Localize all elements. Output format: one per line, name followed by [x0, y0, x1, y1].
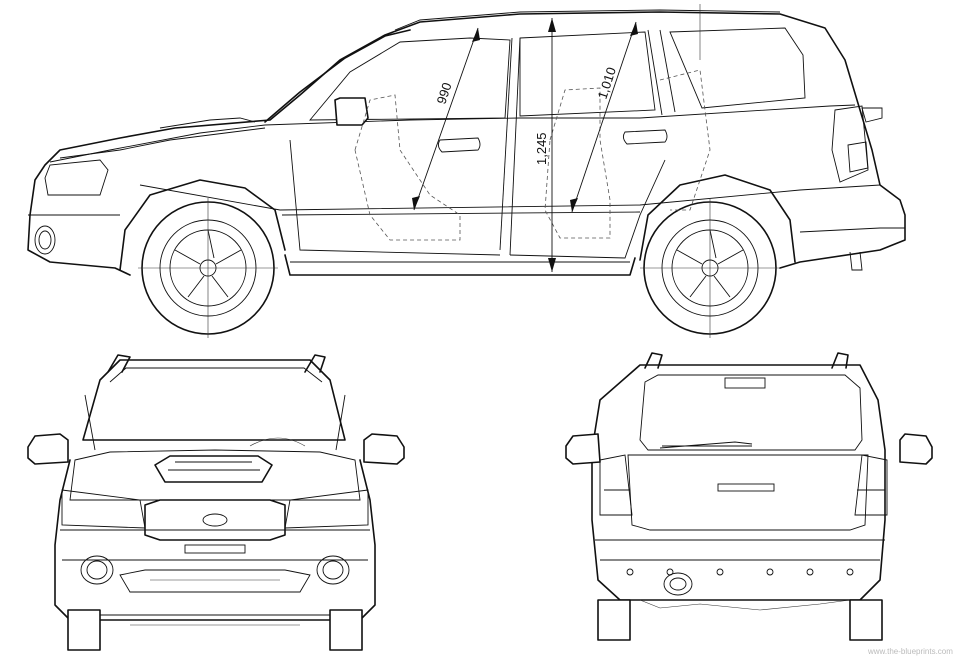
headroom-dimensions	[412, 4, 701, 272]
rear-view	[565, 352, 933, 641]
front-view	[27, 354, 405, 651]
front-headroom-label: 990	[434, 81, 455, 106]
rear-wheel-side	[640, 198, 780, 338]
watermark: www.the-blueprints.com	[867, 647, 953, 656]
front-wheel-side	[138, 198, 278, 338]
interior-height-label: 1,245	[534, 132, 549, 165]
side-view	[27, 4, 906, 338]
